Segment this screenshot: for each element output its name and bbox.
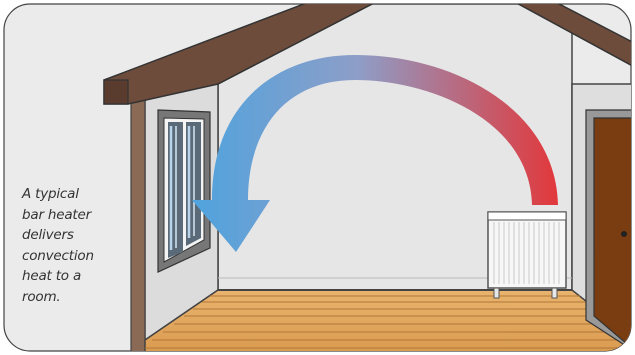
- floor: [145, 290, 635, 355]
- caption-line: convection: [22, 246, 132, 267]
- bar-heater-icon: [488, 212, 566, 298]
- caption-line: A typical: [22, 184, 132, 205]
- window-icon: [158, 110, 210, 272]
- diagram-caption: A typical bar heater delivers convection…: [22, 184, 132, 307]
- door-icon: [586, 110, 635, 355]
- caption-line: bar heater: [22, 205, 132, 226]
- left-wall-edge: [131, 86, 145, 355]
- caption-line: room.: [22, 287, 132, 308]
- roof-fascia-left: [104, 80, 128, 104]
- caption-line: delivers: [22, 225, 132, 246]
- caption-line: heat to a: [22, 266, 132, 287]
